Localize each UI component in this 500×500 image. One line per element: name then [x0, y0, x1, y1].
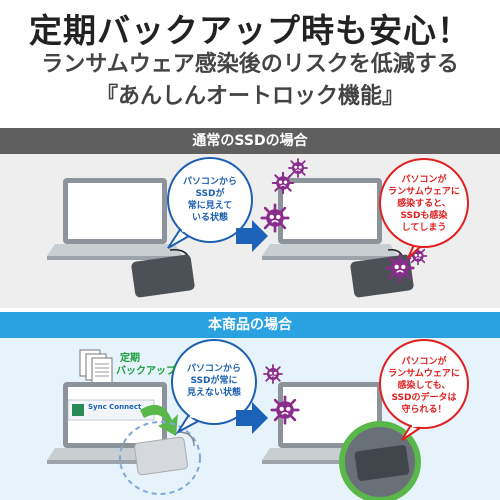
laptop-left-normal [47, 178, 183, 260]
bubble-right-product [379, 339, 469, 441]
bubble-left-normal-text: パソコンから SSDが 常に見えて いる状態 [182, 177, 237, 223]
subtitle-line-2: 『あんしんオートロック機能』 [95, 84, 404, 109]
bubble-right-normal [379, 158, 469, 259]
arrow-right-icon-2 [236, 402, 268, 434]
document-stack-icon [79, 349, 113, 385]
bubble-left-normal [167, 157, 253, 249]
bubble-left-product-text: パソコンから SSDが常に 見えない状態 [186, 364, 241, 398]
section-normal-title: 通常のSSDの場合 [0, 128, 500, 154]
backup-arrow-icon [140, 404, 178, 436]
bubble-left-product [171, 339, 257, 435]
section-product-title: 本商品の場合 [0, 312, 500, 338]
safe-ssd [339, 421, 421, 500]
ssd-left-normal [131, 254, 195, 298]
backup-label: 定期 バックアップ [116, 353, 176, 377]
app-window-label: Sync Connect [88, 403, 142, 411]
bubble-right-product-text: パソコンが ランサムウェアに 感染しても、 SSDのデータは 守られる！ [388, 357, 460, 415]
arrow-right-icon [236, 220, 268, 252]
bubble-right-normal-text: パソコンが ランサムウェアに 感染すると、 SSDも感染 してしまう [388, 175, 460, 233]
ssd-left-product [119, 421, 201, 495]
headline: 定期バックアップ時も安心！ [29, 11, 471, 50]
subtitle-line-1: ランサムウェア感染後のリスクを低減する [41, 52, 459, 77]
